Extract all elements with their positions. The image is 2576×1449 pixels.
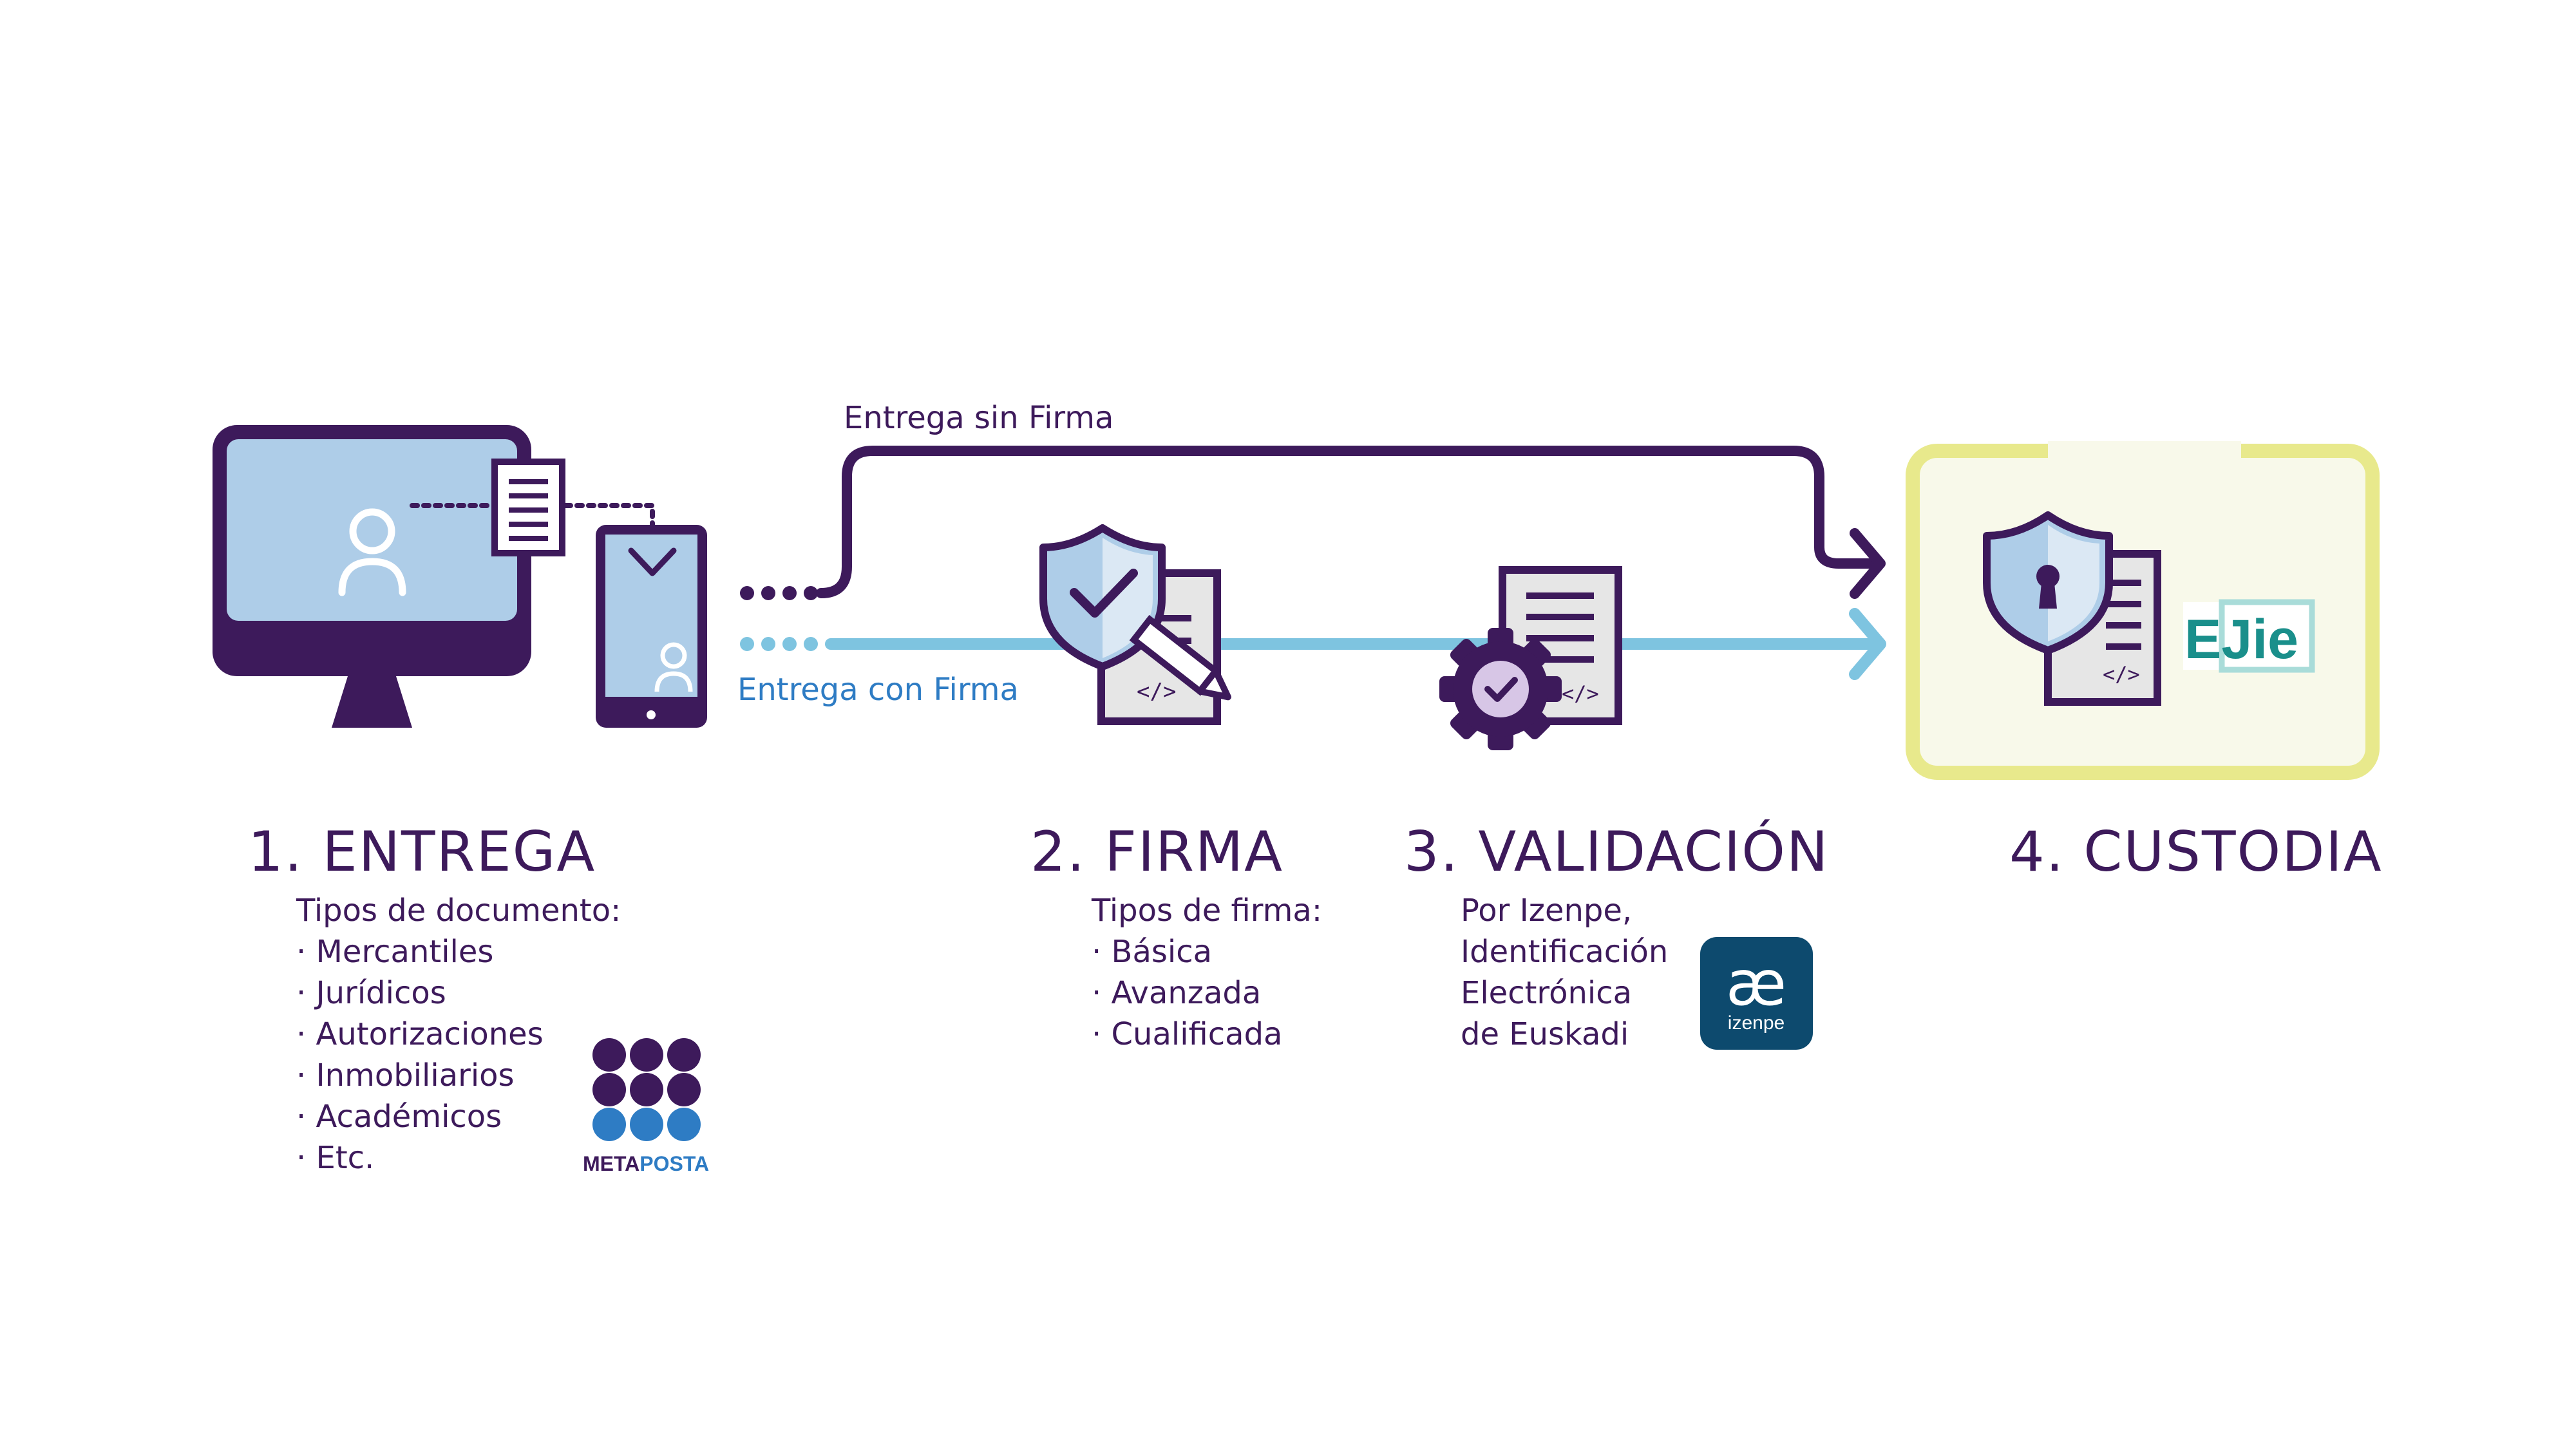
unsigned-flow-label: Entrega sin Firma (844, 400, 1113, 436)
ejie-logo: EJie (2183, 599, 2315, 673)
unsigned-dots (740, 586, 818, 600)
entrega-item: · Académicos (296, 1099, 502, 1135)
signed-arrowhead-icon (1849, 608, 1886, 680)
shield-check-document-pen-icon: </> (1039, 524, 1231, 725)
keyhole-icon (2036, 565, 2060, 588)
unsigned-arrowhead-icon (1850, 528, 1886, 599)
code-symbol: </> (1562, 681, 1599, 706)
entrega-item: · Jurídicos (296, 975, 446, 1011)
flow-unsigned: Entrega sin Firma (740, 400, 1886, 600)
step-title-validacion: 3. VALIDACIÓN (1404, 819, 1829, 884)
ejie-logo-text: EJie (2184, 609, 2298, 670)
firma-description: Tipos de firma: · Básica · Avanzada · Cu… (1091, 893, 1322, 1052)
firma-subtitle: Tipos de firma: (1091, 893, 1322, 929)
validacion-line: Identificación (1461, 934, 1668, 970)
firma-item: · Cualificada (1092, 1016, 1282, 1052)
firma-item: · Básica (1092, 934, 1212, 970)
signed-dots (740, 637, 818, 651)
izenpe-logo: æ izenpe (1700, 937, 1813, 1050)
entrega-item: · Mercantiles (296, 934, 493, 970)
code-symbol: </> (1137, 679, 1176, 705)
document-transfer-icon (410, 459, 655, 556)
entrega-subtitle: Tipos de documento: (296, 893, 621, 929)
step-title-firma: 2. FIRMA (1030, 820, 1283, 884)
entrega-item: · Autorizaciones (296, 1016, 544, 1052)
metaposta-text-meta: META (583, 1152, 639, 1175)
metaposta-text-posta: POSTA (639, 1152, 709, 1175)
shield-lock-document-icon: </> (1983, 511, 2161, 706)
smartphone-icon (596, 525, 707, 728)
metaposta-logo: METAPOSTA (583, 1038, 709, 1175)
entrega-item: · Inmobiliarios (296, 1057, 515, 1094)
step-title-custodia: 4. CUSTODIA (2009, 820, 2383, 884)
step-title-entrega: 1. ENTREGA (248, 820, 596, 884)
flow-signed: Entrega con Firma (737, 608, 1886, 708)
validacion-description: Por Izenpe, Identificación Electrónica d… (1461, 893, 1668, 1052)
gear-check-document-icon: </> (1439, 566, 1622, 750)
svg-text:METAPOSTA: METAPOSTA (583, 1152, 709, 1175)
firma-item: · Avanzada (1092, 975, 1261, 1011)
entrega-item: · Etc. (296, 1140, 374, 1176)
desktop-monitor-icon (213, 425, 531, 728)
validacion-line: de Euskadi (1461, 1016, 1629, 1052)
izenpe-logo-mark: æ (1726, 947, 1786, 1019)
izenpe-logo-text: izenpe (1728, 1012, 1785, 1034)
code-symbol: </> (2103, 662, 2140, 687)
signed-flow-label: Entrega con Firma (737, 672, 1019, 708)
validacion-line: Por Izenpe, (1461, 893, 1632, 929)
unsigned-path (816, 446, 1876, 598)
validacion-line: Electrónica (1461, 975, 1632, 1011)
entrega-description: Tipos de documento: · Mercantiles · Jurí… (296, 893, 621, 1176)
